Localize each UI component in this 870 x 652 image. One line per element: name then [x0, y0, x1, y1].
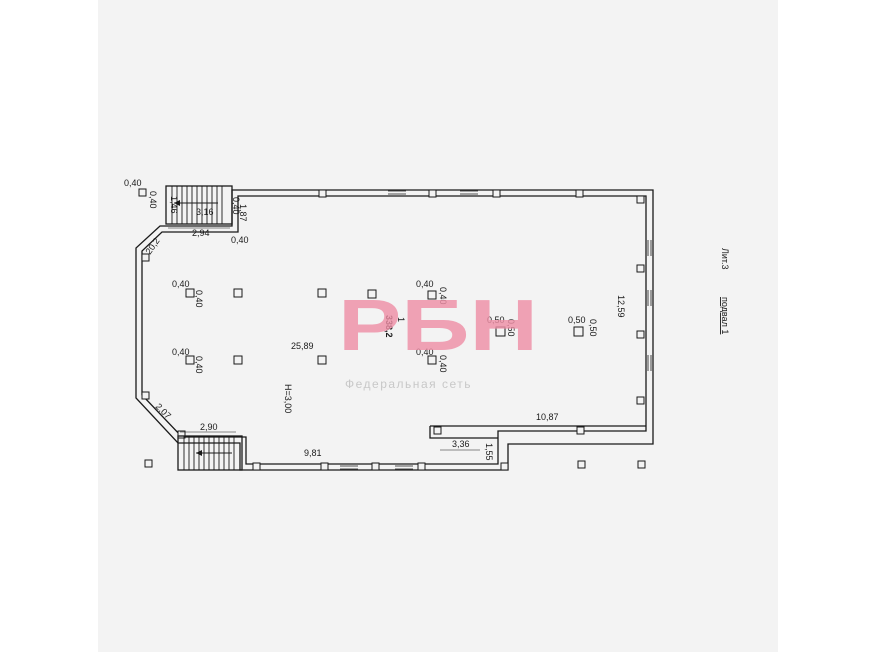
col-label: 0,50: [588, 319, 598, 337]
top-stair: [165, 185, 233, 225]
room-area: 338,2: [384, 315, 394, 338]
dimension-lines: [168, 227, 480, 451]
inner-wall: [141, 195, 647, 465]
col-label: 0,40: [416, 347, 434, 357]
wall-columns: [141, 189, 645, 471]
dim-label: 10,87: [536, 412, 559, 422]
col-label: 0,40: [172, 279, 190, 289]
outer-wall: [135, 189, 654, 471]
dim-label: 25,89: [291, 341, 314, 351]
col-label: 0,40: [194, 290, 204, 308]
col-label: 0,50: [487, 315, 505, 325]
sheet-label: Лит.3: [720, 248, 730, 270]
dim-label: 1,87: [238, 204, 248, 222]
col-label: 0,40: [438, 287, 448, 305]
watermark: РБН Федеральная сеть: [338, 286, 538, 391]
col-label: 0,40: [148, 191, 158, 209]
dim-label: 12,59: [616, 295, 626, 318]
col-label: 0,40: [416, 279, 434, 289]
dim-label: 3,16: [196, 207, 214, 217]
top-stair-treads: [171, 186, 223, 224]
window-marks: [340, 190, 652, 470]
watermark-logo: РБН: [338, 286, 538, 366]
col-label: 0,40: [124, 178, 142, 188]
col-label: 0,40: [438, 355, 448, 373]
col-label: 0,50: [506, 319, 516, 337]
dim-label: 1,46: [169, 196, 179, 214]
col-label: 0,40: [172, 347, 190, 357]
height-label: H=3,00: [283, 384, 293, 413]
outside-markers: [138, 188, 646, 469]
walls: [135, 189, 654, 471]
room-number: 1: [396, 317, 406, 322]
col-label: 0,40: [231, 197, 241, 215]
dim-label: 2,07: [154, 401, 173, 420]
dim-label: 1,55: [484, 443, 494, 461]
watermark-tagline: Федеральная сеть: [345, 377, 472, 391]
bottom-stair: [177, 435, 243, 471]
plan-labels: 0,40 0,40 1,46 3,16 0,40 1,87 2,94 0,40 …: [124, 178, 730, 461]
col-label: 0,40: [194, 356, 204, 374]
scanned-sheet: [98, 0, 778, 652]
floor-label: подвал 1: [720, 297, 730, 334]
notch-ledge: [429, 425, 646, 439]
dim-label: 9,81: [304, 448, 322, 458]
dim-label: 2,90: [200, 422, 218, 432]
col-label: 0,40: [231, 235, 249, 245]
col-label: 0,50: [568, 315, 586, 325]
interior-columns: [185, 288, 584, 365]
dim-label: 3,36: [452, 439, 470, 449]
dim-label: 2,94: [192, 228, 210, 238]
